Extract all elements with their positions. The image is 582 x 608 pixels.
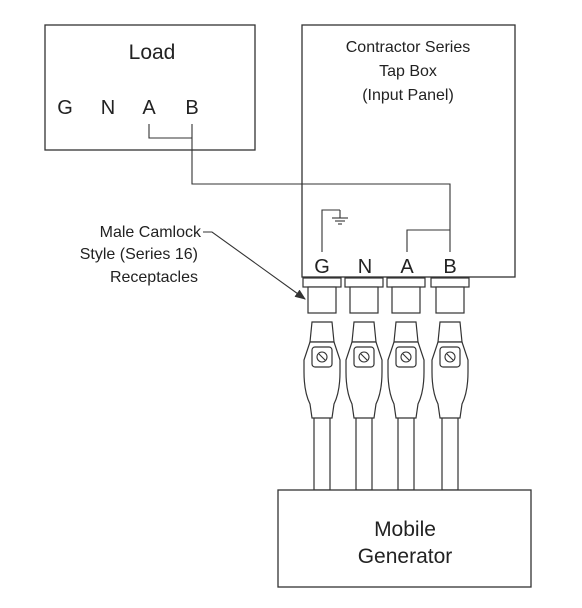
load-terminal-b: B [185, 97, 198, 119]
camlock-connector-a [386, 277, 426, 491]
callout-line3: Receptacles [110, 269, 198, 286]
camlock-connector-b [430, 277, 470, 491]
tapbox-terminal-b: B [443, 256, 456, 278]
tapbox-title-line1: Contractor Series [346, 39, 471, 56]
ground-symbol-icon [332, 210, 348, 225]
tapbox-title-line2: Tap Box [379, 63, 437, 80]
wire-load-a [148, 124, 192, 139]
generator-line1: Mobile [374, 518, 436, 541]
plug-tip [437, 321, 463, 343]
load-box: Load G N A B [44, 24, 256, 151]
tapbox-title-line3: (Input Panel) [362, 87, 454, 104]
tapbox-terminal-a: A [400, 256, 414, 278]
load-terminal-n: N [101, 97, 115, 119]
receptacle-flange [302, 277, 342, 288]
load-title: Load [129, 41, 176, 64]
load-terminal-g: G [57, 97, 73, 119]
plug-tip [351, 321, 377, 343]
camlock-connector-n [344, 277, 384, 491]
receptacle-callout: Male Camlock Style (Series 16) Receptacl… [80, 224, 306, 300]
receptacle-flange [386, 277, 426, 288]
plug-tip [309, 321, 335, 343]
callout-line2: Style (Series 16) [80, 246, 198, 263]
receptacle-body [435, 286, 465, 314]
wire-tapbox-g [321, 209, 340, 252]
load-terminal-a: A [142, 97, 156, 119]
plug-tip [393, 321, 419, 343]
generator-box: Mobile Generator [277, 489, 532, 588]
receptacle-body [349, 286, 379, 314]
tap-box: Contractor Series Tap Box (Input Panel) … [301, 24, 516, 278]
callout-leader-arrow [203, 231, 306, 300]
callout-line1: Male Camlock [100, 224, 202, 241]
wire-load-b-to-tapbox-b [191, 124, 451, 252]
receptacle-flange [430, 277, 470, 288]
receptacle-body [391, 286, 421, 314]
camlock-connector-g [302, 277, 342, 491]
receptacles-group [302, 277, 470, 491]
tapbox-terminal-g: G [314, 256, 330, 278]
receptacle-body [307, 286, 337, 314]
generator-line2: Generator [358, 545, 453, 568]
wire-tapbox-a [406, 229, 450, 252]
receptacle-flange [344, 277, 384, 288]
tapbox-terminal-n: N [358, 256, 372, 278]
